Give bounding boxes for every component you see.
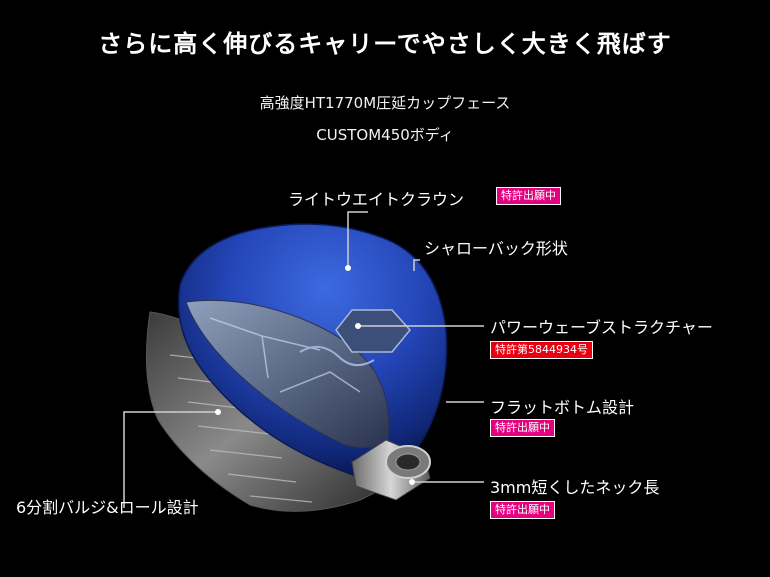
badge-patent-pending: 特許出願中 [490, 419, 555, 437]
leader-line-shallow [413, 259, 420, 271]
interior-cavity [185, 299, 390, 449]
badge-patent-pending: 特許出願中 [490, 501, 555, 519]
subtitle-face: 高強度HT1770M圧延カップフェース [259, 94, 511, 112]
feature-label-bulge-roll: 6分割バルジ&ロール設計 [16, 498, 199, 517]
feature-label-power-wave: パワーウェーブストラクチャー [490, 318, 713, 337]
feature-label-neck: 3mm短くしたネック長 [490, 478, 660, 497]
power-wave-structure [335, 309, 411, 353]
leader-line-bulge [123, 411, 218, 508]
subtitle-body: CUSTOM450ボディ [316, 126, 454, 144]
badge-patent-pending: 特許出願中 [496, 187, 561, 205]
badge-patent-number: 特許第5844934号 [490, 341, 593, 359]
hosel [351, 439, 431, 501]
leader-line-crown [347, 211, 368, 268]
feature-label-crown: ライトウエイトクラウン [288, 190, 465, 209]
feature-label-shallow-back: シャローバック形状 [424, 239, 568, 258]
page-title: さらに高く伸びるキャリーでやさしく大きく飛ばす [98, 30, 672, 58]
feature-label-flat-bottom: フラットボトム設計 [490, 398, 635, 417]
